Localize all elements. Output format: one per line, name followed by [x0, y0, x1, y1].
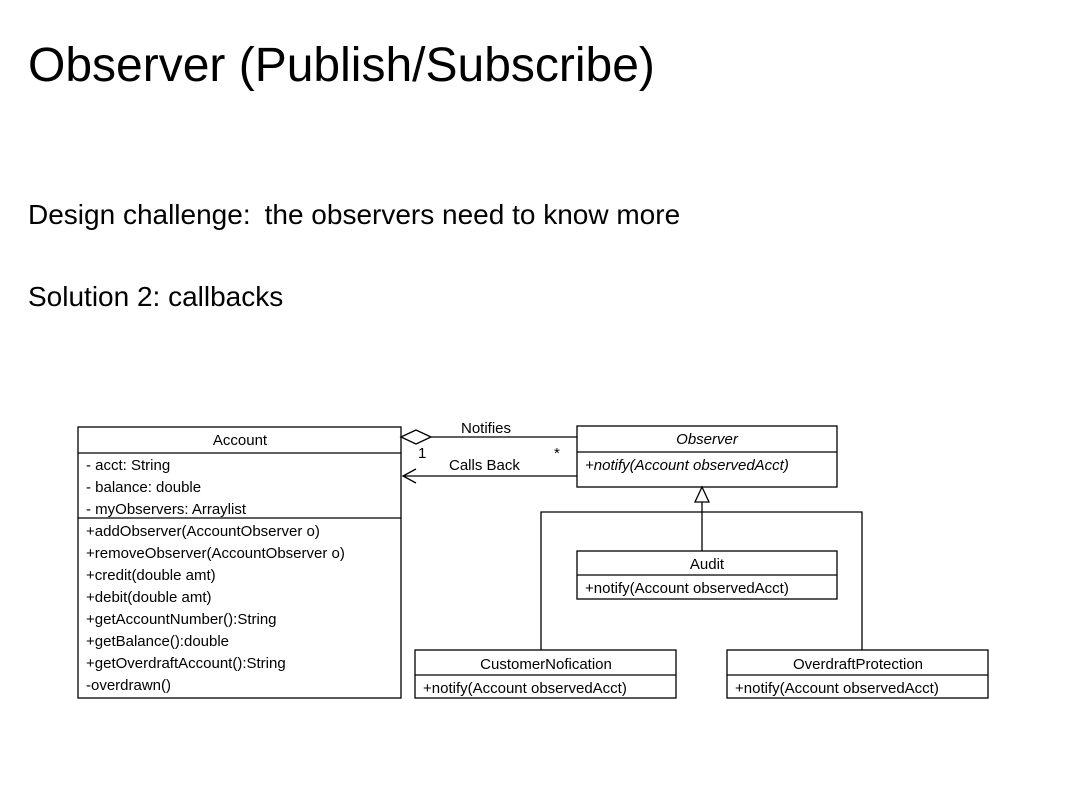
- account-method: +getBalance():double: [86, 633, 229, 650]
- audit-method: +notify(Account observedAcct): [585, 580, 789, 597]
- observer-class: Observer +notify(Account observedAcct): [576, 425, 838, 488]
- account-method: +getOverdraftAccount():String: [86, 655, 286, 672]
- multiplicity-observer: *: [554, 445, 560, 462]
- account-class-box: [77, 426, 402, 699]
- callsback-arrowhead: [401, 468, 417, 484]
- account-method: +getAccountNumber():String: [86, 611, 277, 628]
- design-challenge-label: Design challenge:: [28, 199, 251, 230]
- audit-class-name: Audit: [690, 556, 725, 573]
- account-method: +removeObserver(AccountObserver o): [86, 545, 345, 562]
- design-challenge-text: the observers need to know more: [264, 199, 681, 230]
- solution-line: Solution 2: callbacks: [28, 281, 284, 312]
- account-method: +addObserver(AccountObserver o): [86, 523, 320, 540]
- account-method: -overdrawn(): [86, 677, 171, 694]
- callsback-association: Calls Back: [401, 457, 577, 484]
- observer-class-name: Observer: [676, 431, 739, 448]
- account-attribute: - acct: String: [86, 457, 170, 474]
- account-class: Account - acct: String - balance: double…: [77, 426, 402, 699]
- inheritance-triangle: [693, 485, 711, 503]
- customer-notification-method: +notify(Account observedAcct): [423, 680, 627, 697]
- account-method: +debit(double amt): [86, 589, 212, 606]
- aggregation-diamond: [399, 429, 433, 445]
- observer-class-box: [576, 425, 838, 488]
- notifies-association: Notifies 1 *: [399, 420, 577, 462]
- overdraft-protection-class-name: OverdraftProtection: [793, 656, 923, 673]
- account-class-name: Account: [213, 432, 268, 449]
- slide-title: Observer (Publish/Subscribe): [28, 39, 655, 92]
- generalization-connectors: [540, 485, 863, 650]
- customer-inheritance-line: [540, 511, 702, 650]
- overdraft-inheritance-line: [702, 511, 863, 650]
- customer-notification-class-box: [414, 649, 677, 699]
- customer-notification-class: CustomerNofication +notify(Account obser…: [414, 649, 677, 699]
- observer-method: +notify(Account observedAcct): [585, 457, 789, 474]
- design-challenge-line: Design challenge: the observers need to k…: [28, 198, 680, 232]
- customer-notification-class-name: CustomerNofication: [480, 656, 612, 673]
- overdraft-protection-class: OverdraftProtection +notify(Account obse…: [726, 649, 989, 699]
- audit-class: Audit +notify(Account observedAcct): [576, 550, 838, 600]
- account-attribute: - balance: double: [86, 479, 201, 496]
- account-attribute: - myObservers: Arraylist: [86, 501, 247, 518]
- overdraft-protection-method: +notify(Account observedAcct): [735, 680, 939, 697]
- account-method: +credit(double amt): [86, 567, 216, 584]
- overdraft-protection-class-box: [726, 649, 989, 699]
- notifies-label: Notifies: [461, 420, 511, 437]
- callsback-label: Calls Back: [449, 457, 520, 474]
- multiplicity-account: 1: [418, 445, 426, 462]
